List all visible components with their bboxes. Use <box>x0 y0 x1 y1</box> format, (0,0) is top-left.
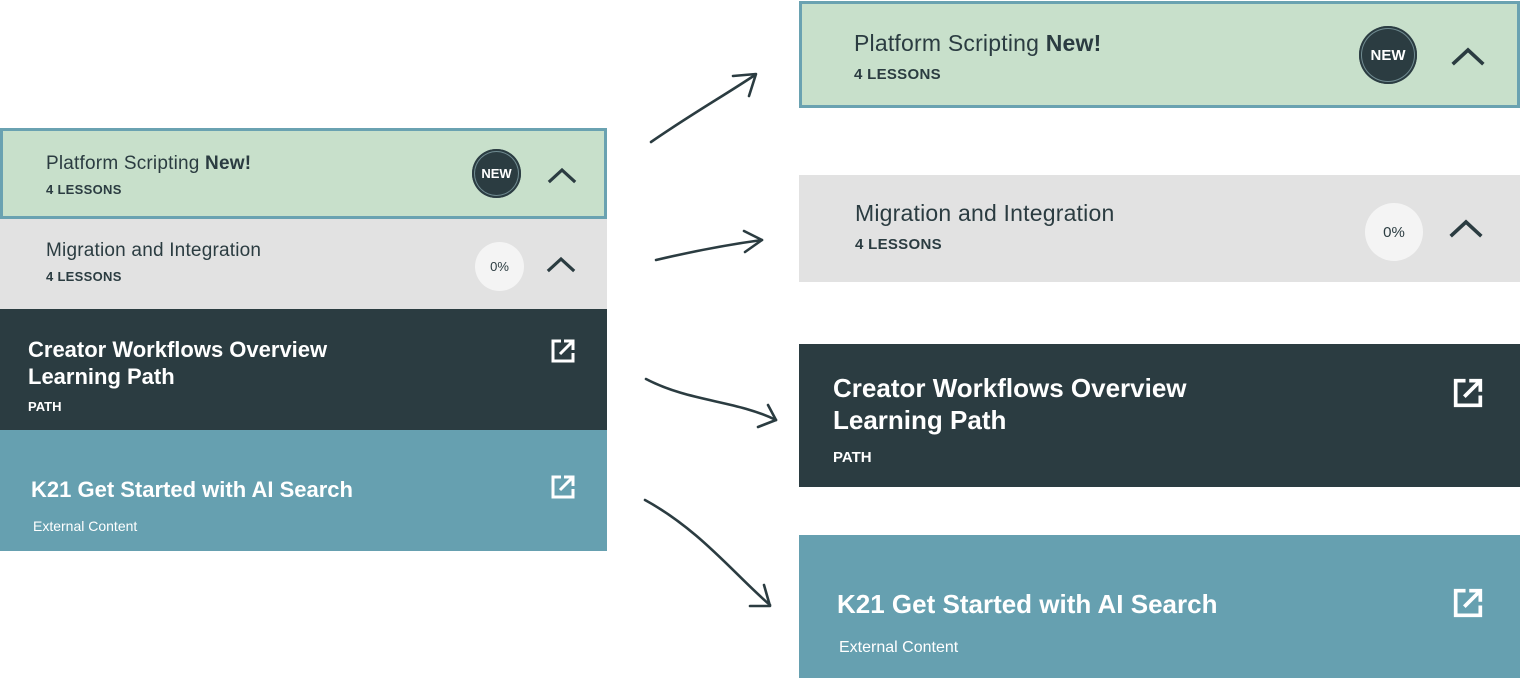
migration-title-large: Migration and Integration <box>855 200 1115 226</box>
external-link-icon[interactable] <box>550 338 576 364</box>
creator-title-line1: Creator Workflows Overview <box>833 373 1187 403</box>
platform-scripting-card-large[interactable]: Platform Scripting New! 4 LESSONS NEW <box>799 1 1520 108</box>
path-tag-small: PATH <box>28 399 62 414</box>
migration-lessons-large: 4 LESSONS <box>855 236 942 253</box>
external-link-icon[interactable] <box>550 474 576 500</box>
creator-title-line2: Learning Path <box>28 363 175 389</box>
arrowhead-platform <box>731 72 758 98</box>
k21-title-large: K21 Get Started with AI Search <box>837 589 1218 619</box>
migration-card-small[interactable]: Migration and Integration 4 LESSONS 0% <box>0 219 607 309</box>
migration-lessons-small: 4 LESSONS <box>46 269 122 284</box>
progress-badge-small: 0% <box>475 242 524 291</box>
arrow-to-platform <box>649 73 757 144</box>
k21-title-small: K21 Get Started with AI Search <box>31 477 353 502</box>
progress-badge-large: 0% <box>1365 203 1423 261</box>
new-badge-large: NEW <box>1359 26 1417 84</box>
external-link-icon[interactable] <box>1452 587 1484 619</box>
external-content-label-small: External Content <box>33 518 138 534</box>
k21-card-small[interactable]: K21 Get Started with AI Search External … <box>0 430 607 551</box>
arrow-to-k21 <box>643 498 772 607</box>
chevron-up-icon[interactable] <box>547 165 577 185</box>
migration-card-large[interactable]: Migration and Integration 4 LESSONS 0% <box>799 175 1520 282</box>
creator-title-small: Creator Workflows Overview Learning Path <box>28 337 327 391</box>
arrow-to-migration <box>654 238 764 262</box>
creator-title-line1: Creator Workflows Overview <box>28 337 328 362</box>
platform-title-new: New! <box>1045 30 1102 56</box>
new-badge-small: NEW <box>472 149 521 198</box>
creator-title-line2: Learning Path <box>833 404 1007 435</box>
platform-title-new: New! <box>205 153 252 174</box>
arrowhead-creator <box>756 403 778 429</box>
chevron-up-icon[interactable] <box>1450 44 1486 68</box>
chevron-up-icon[interactable] <box>1448 216 1484 240</box>
platform-lessons-small: 4 LESSONS <box>46 182 122 197</box>
chevron-up-icon[interactable] <box>546 254 576 274</box>
platform-title-text: Platform Scripting <box>854 30 1040 56</box>
creator-title-large: Creator Workflows Overview Learning Path <box>833 373 1187 436</box>
path-tag-large: PATH <box>833 449 872 466</box>
external-content-label-large: External Content <box>839 639 959 656</box>
external-link-icon[interactable] <box>1452 377 1484 409</box>
creator-workflows-card-small[interactable]: Creator Workflows Overview Learning Path… <box>0 309 607 430</box>
creator-workflows-card-large[interactable]: Creator Workflows Overview Learning Path… <box>799 344 1520 487</box>
platform-lessons-large: 4 LESSONS <box>854 66 941 83</box>
platform-title-text: Platform Scripting <box>46 153 200 174</box>
arrowhead-migration <box>742 229 764 254</box>
migration-title-small: Migration and Integration <box>46 240 262 261</box>
platform-title-large: Platform Scripting New! <box>854 30 1101 57</box>
k21-card-large[interactable]: K21 Get Started with AI Search External … <box>799 535 1520 678</box>
arrowhead-k21 <box>748 583 772 608</box>
platform-title-small: Platform Scripting New! <box>46 153 251 175</box>
arrow-to-creator <box>644 377 778 422</box>
platform-scripting-card-small[interactable]: Platform Scripting New! 4 LESSONS NEW <box>0 128 607 219</box>
